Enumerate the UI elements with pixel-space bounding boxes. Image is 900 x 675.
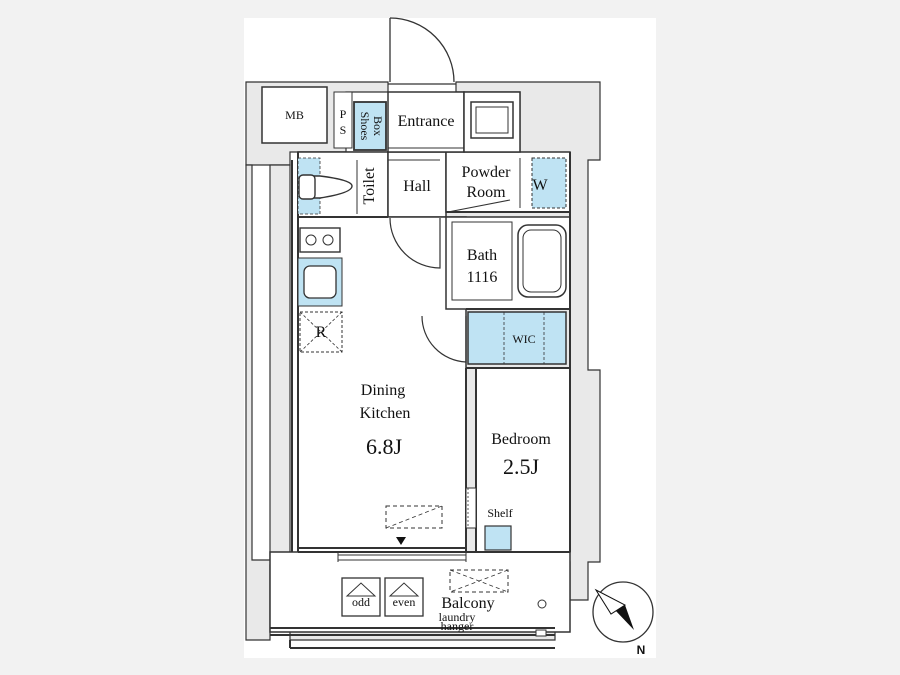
dining-kitchen-label-1: Dining	[361, 382, 405, 399]
dining-kitchen-label-2: Kitchen	[360, 405, 411, 422]
entrance-door	[388, 17, 456, 85]
shoes-box-label-1: Shoes	[358, 112, 372, 141]
shoes-box-label-2: Box	[371, 116, 385, 136]
ac-outdoor-cross-b	[449, 569, 509, 593]
powder-room-door	[447, 199, 511, 213]
ps-label-s: S	[340, 123, 347, 137]
toilet-tank-icon	[298, 174, 316, 200]
burner-left-icon	[305, 234, 317, 246]
hatch-even-icon	[388, 582, 420, 597]
washer-label: W	[532, 177, 548, 194]
stove-icon	[299, 227, 341, 253]
ac-unit-diagonal	[385, 505, 443, 529]
wall-lines	[270, 152, 571, 649]
toilet-label: Toilet	[361, 167, 378, 205]
ac-outdoor-unit	[449, 569, 509, 593]
bath-label-1: Bath	[467, 247, 497, 264]
entrance-area	[387, 91, 465, 153]
wic-box	[467, 311, 567, 365]
storage-unit-inner	[475, 106, 509, 134]
laundry-hanger-label-1: laundry	[439, 610, 476, 624]
mb-label: MB	[285, 108, 304, 122]
balcony-drain-icon	[537, 599, 547, 609]
refrigerator-label: R	[316, 324, 327, 341]
compass: N	[592, 581, 654, 657]
hall-area	[387, 151, 447, 218]
powder-room-label-1: Powder	[462, 164, 512, 181]
ps-shaft	[333, 91, 353, 149]
bathtub-icon	[517, 224, 567, 298]
hall-door-swing	[389, 217, 441, 269]
evacuation-hatch-odd	[341, 577, 381, 617]
bedroom-label: Bedroom	[491, 431, 551, 448]
bath-wet-area	[451, 221, 513, 301]
bedroom-sliding-door	[465, 487, 477, 529]
wic-door-swing	[421, 315, 467, 363]
hatch-odd-icon	[345, 582, 377, 597]
shelf-label: Shelf	[487, 506, 512, 520]
refrigerator-space	[299, 311, 343, 353]
laundry-hanger-label-2: hanger	[441, 619, 474, 633]
washer-space	[531, 157, 567, 209]
entrance-label: Entrance	[398, 113, 455, 130]
balcony-rail-post	[535, 629, 547, 637]
compass-needle-tail-icon	[594, 588, 626, 615]
sink-icon	[303, 265, 337, 299]
burner-right-icon	[322, 234, 334, 246]
bathtub-inner	[522, 229, 562, 293]
even-label: even	[393, 595, 416, 609]
wic-label: WIC	[512, 332, 535, 346]
bedroom-area	[475, 367, 571, 553]
window-marker-icon	[396, 537, 406, 545]
evacuation-hatch-even	[384, 577, 424, 617]
dining-kitchen-size: 6.8J	[366, 434, 403, 459]
shoes-box	[353, 101, 387, 151]
balcony-window	[337, 552, 467, 562]
shelf-box	[484, 525, 512, 551]
ac-unit-outline	[385, 505, 443, 529]
compass-north-label: N	[637, 643, 646, 657]
powder-room-label-2: Room	[466, 184, 506, 201]
balcony-label: Balcony	[441, 595, 494, 612]
odd-label: odd	[352, 595, 370, 609]
mb-box	[261, 86, 328, 144]
bath-label-2: 1116	[467, 269, 498, 286]
storage-unit	[470, 101, 514, 139]
bedroom-size: 2.5J	[503, 454, 540, 479]
ps-label-p: P	[340, 107, 347, 121]
hall-label: Hall	[403, 178, 431, 195]
